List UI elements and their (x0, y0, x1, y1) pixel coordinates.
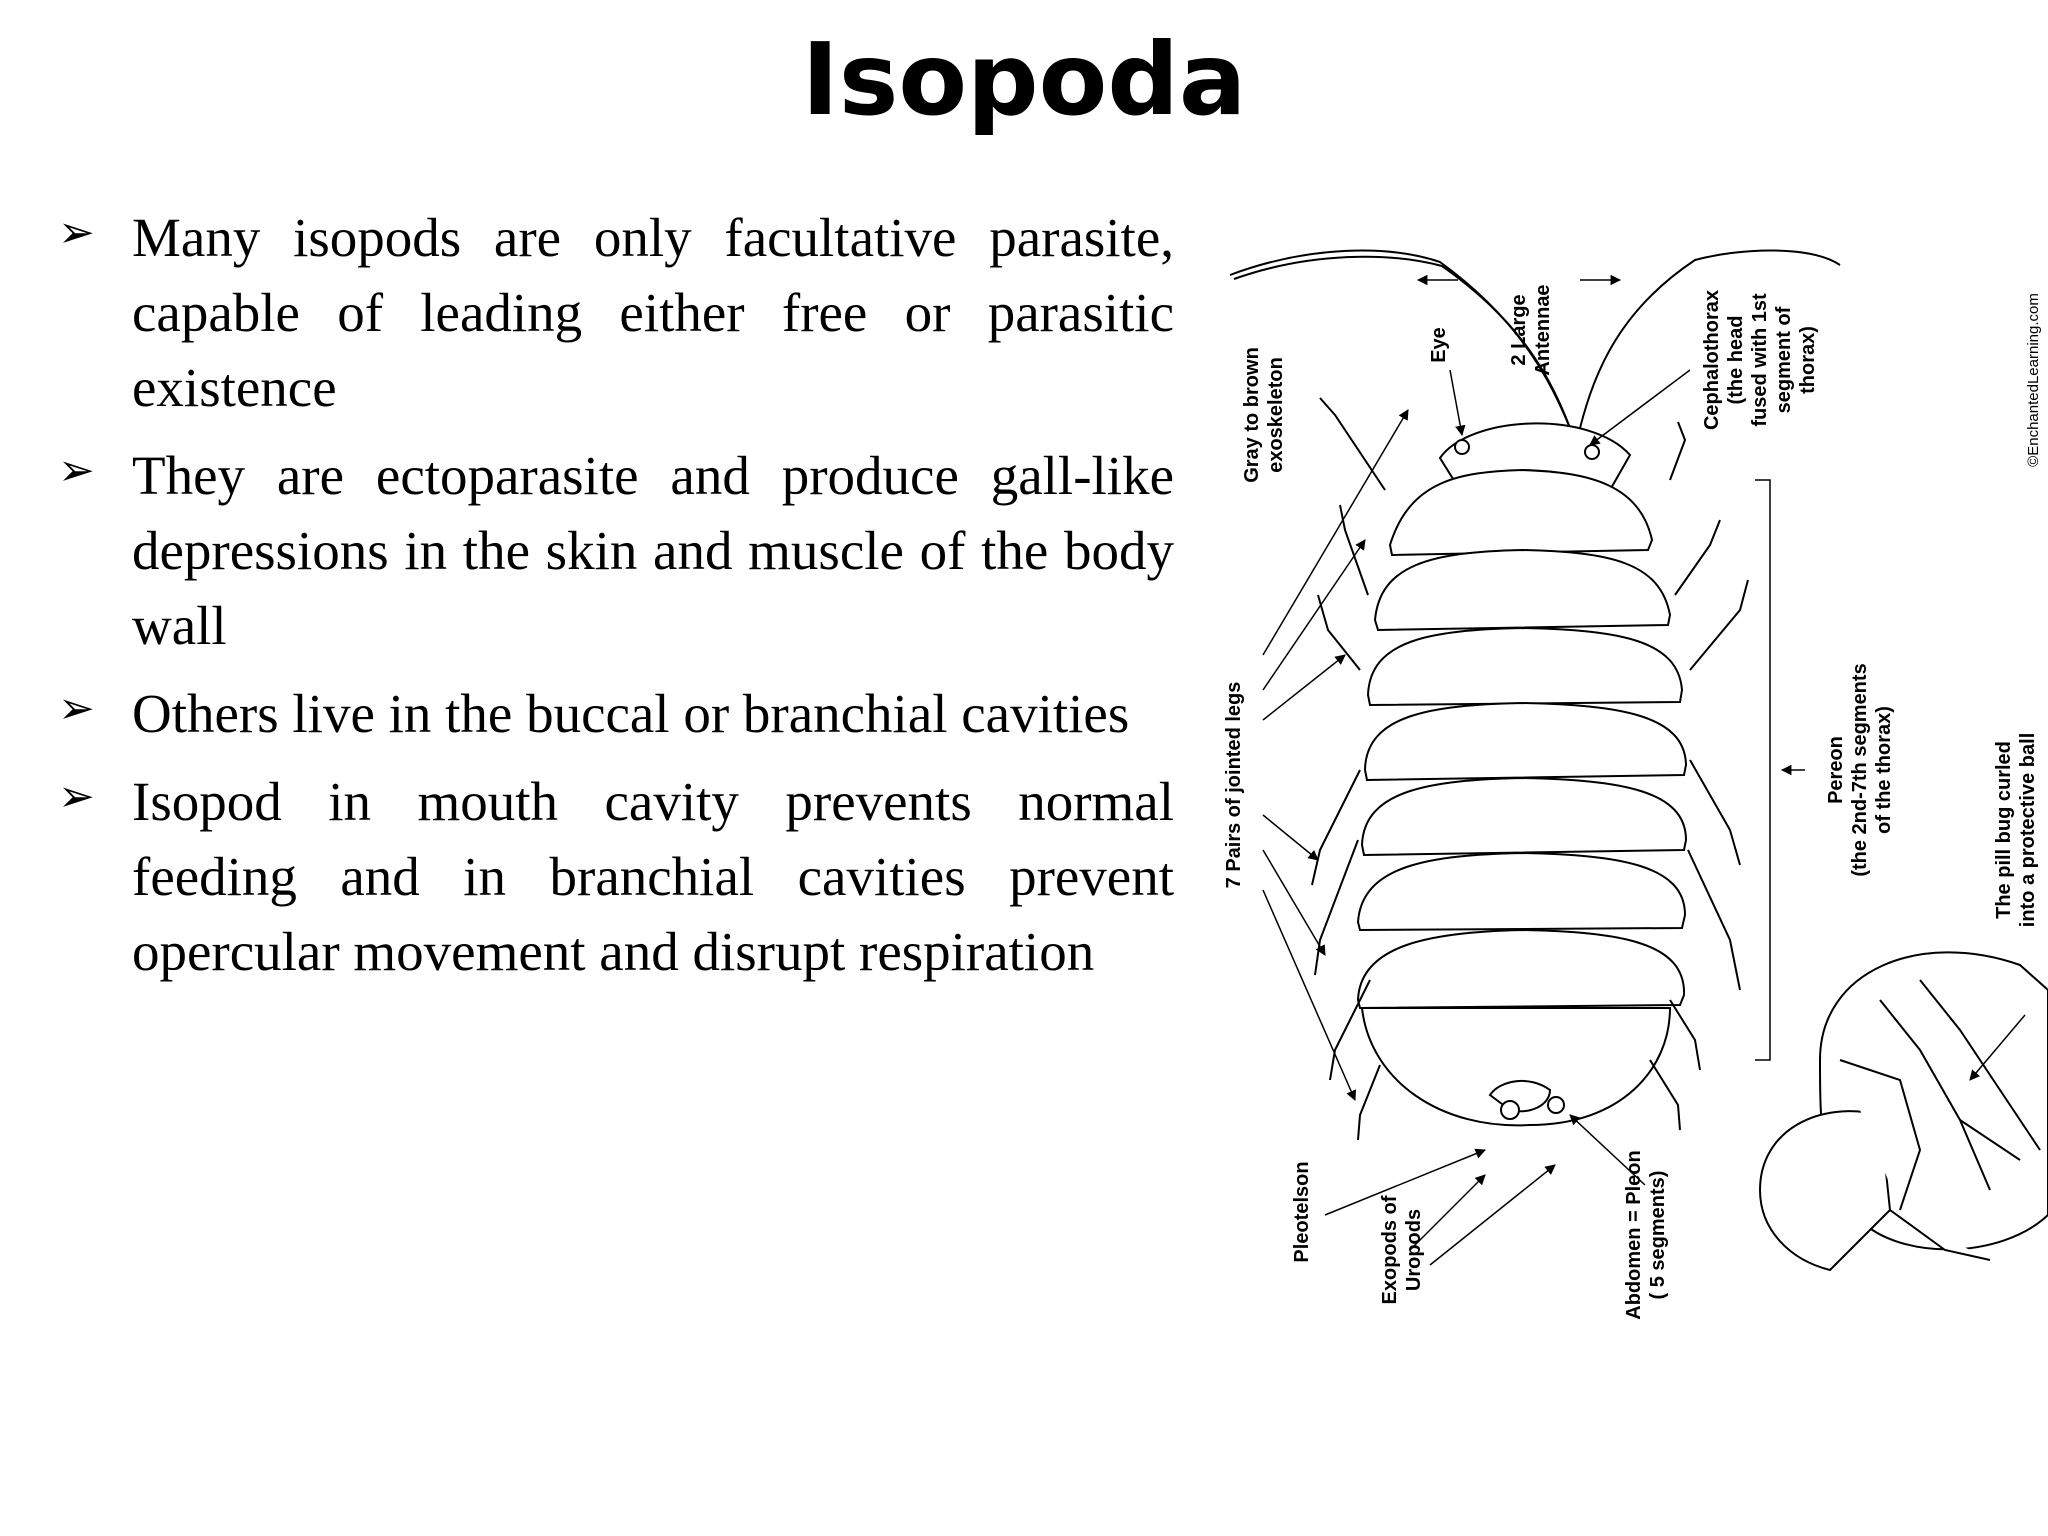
diagram-labels: 2 Large Antennae Eye Gray to brown exosk… (1223, 284, 2042, 1319)
label-pereon-3: of the thorax) (1873, 706, 1895, 834)
bullet-text: They are ectoparasite and produce gall-l… (132, 445, 1174, 656)
isopod-body-outline (1229, 249, 1841, 1127)
pill-bug-ball (1758, 951, 2048, 1272)
label-pleotelson: Pleotelson (1291, 1161, 1313, 1262)
isopod-legs (1311, 397, 1749, 1141)
bullet-text: Many isopods are only facultative parasi… (132, 207, 1174, 418)
bullet-item: ➢ Others live in the buccal or branchial… (52, 676, 1174, 751)
label-antennae-2: Antennae (1532, 284, 1554, 375)
bullet-text: Isopod in mouth cavity prevents normal f… (132, 771, 1174, 982)
slide-title: Isopoda (801, 21, 1247, 138)
label-abdomen-2: ( 5 segments) (1647, 1171, 1669, 1300)
leader-arrows (1262, 274, 2026, 1266)
bullet-item: ➢ Many isopods are only facultative para… (52, 200, 1174, 425)
isopod-diagram: 2 Large Antennae Eye Gray to brown exosk… (1200, 200, 2048, 1360)
label-cephalothorax-4: segment of (1773, 306, 1795, 413)
label-copyright: ©EnchantedLearning.com (2025, 293, 2042, 467)
label-pereon-1: Pereon (1825, 736, 1847, 804)
label-antennae-1: 2 Large (1508, 294, 1530, 365)
bullet-item: ➢ Isopod in mouth cavity prevents normal… (52, 764, 1174, 989)
label-eye: Eye (1428, 327, 1450, 363)
label-exopods-2: Uropods (1403, 1209, 1425, 1291)
label-cephalothorax-3: fused with 1st (1749, 293, 1771, 427)
arrowhead-bullet-icon: ➢ (58, 207, 95, 258)
bullet-text: Others live in the buccal or branchial c… (132, 683, 1130, 744)
label-abdomen-1: Abdomen = Pleon (1623, 1150, 1645, 1319)
bullet-item: ➢ They are ectoparasite and produce gall… (52, 438, 1174, 663)
label-exoskeleton-1: Gray to brown (1241, 347, 1263, 483)
label-cephalothorax-5: thorax) (1797, 326, 1819, 394)
arrowhead-bullet-icon: ➢ (58, 683, 95, 734)
bullet-list: ➢ Many isopods are only facultative para… (52, 200, 1174, 1002)
label-exoskeleton-2: exoskeleton (1265, 357, 1287, 473)
label-cephalothorax-2: (the head (1725, 316, 1747, 405)
arrowhead-bullet-icon: ➢ (58, 445, 95, 496)
arrowhead-bullet-icon: ➢ (58, 771, 95, 822)
label-pereon-2: (the 2nd-7th segments (1849, 663, 1871, 876)
label-pill-bug-2: into a protective ball (2017, 733, 2039, 927)
label-pill-bug-1: The pill bug curled (1993, 741, 2015, 919)
label-legs: 7 Pairs of jointed legs (1223, 682, 1245, 889)
label-exopods-1: Exopods of (1379, 1195, 1401, 1304)
label-cephalothorax-1: Cephalothorax (1701, 290, 1723, 430)
